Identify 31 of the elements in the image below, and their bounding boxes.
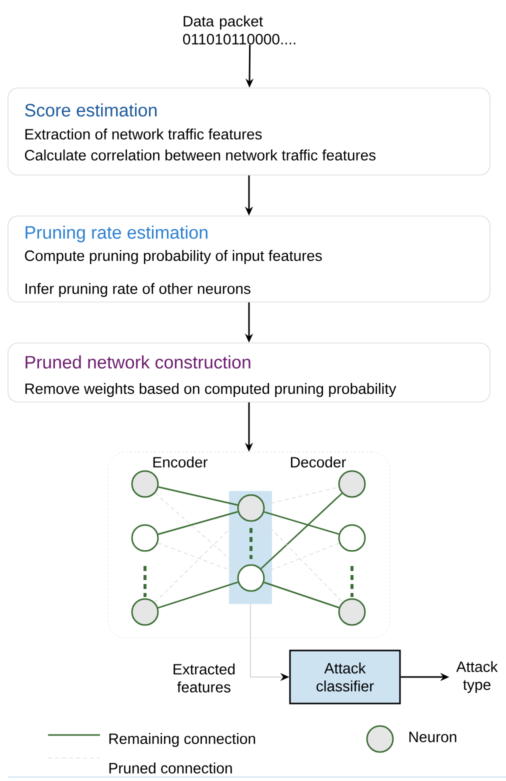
neuron-circle	[131, 524, 159, 552]
connection-line	[158, 581, 238, 609]
neuron-circle	[338, 470, 366, 498]
connection-line	[260, 517, 343, 603]
neuron-circle	[131, 598, 159, 626]
connection-line	[264, 511, 340, 535]
classifier-box: Attack classifier	[289, 650, 401, 704]
legend-text: Neuron	[409, 732, 456, 742]
step-box: Score estimation Extraction of network traffic features Calculate correlation between network traffic features	[8, 88, 490, 176]
step-box: Pruned network construction Remove weights based on computed pruning probability	[8, 342, 490, 402]
neuron-circle	[338, 524, 366, 552]
legend-text: Pruned connection	[109, 762, 232, 774]
edge-label: Extracted features	[174, 664, 235, 692]
connection-line	[264, 582, 340, 608]
connection-line	[260, 492, 342, 570]
connection-line	[264, 486, 340, 506]
connection-line	[154, 492, 242, 570]
connection-line	[263, 542, 340, 574]
output-label: Attack type	[456, 661, 498, 693]
neuron-circle	[131, 470, 159, 498]
neuron-circle	[237, 494, 265, 522]
connection-line	[157, 542, 239, 574]
connection-line	[158, 486, 238, 506]
input-label: Data packet 011010110000....	[183, 16, 296, 44]
neuron-circle	[237, 564, 265, 592]
step-box: Pruning rate estimation Compute pruning probability of input features Infer pruning rate of other neurons	[8, 216, 490, 302]
autoencoder-panel: Encoder Decoder	[108, 452, 390, 638]
connection-line	[158, 511, 238, 535]
connection-line	[154, 517, 242, 603]
neuron-circle	[338, 598, 366, 626]
legend-text: Remaining connection	[109, 733, 256, 747]
